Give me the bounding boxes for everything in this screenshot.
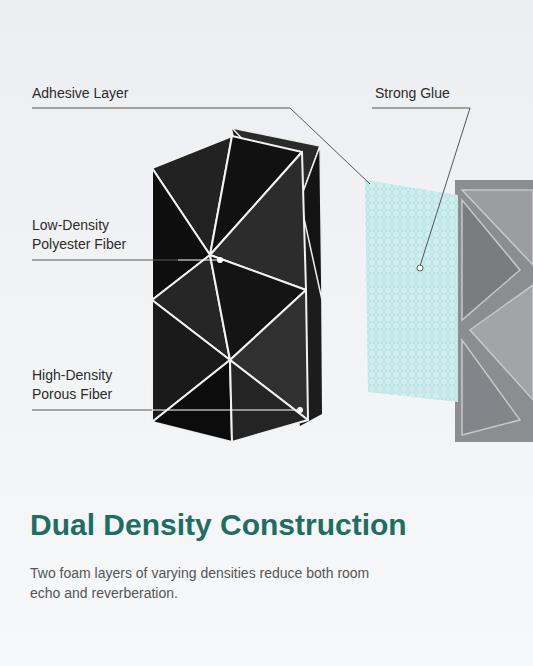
leader-line <box>32 108 370 184</box>
leader-line <box>372 108 470 266</box>
section-title: Dual Density Construction <box>30 508 407 542</box>
callout-label: Adhesive Layer <box>32 84 232 103</box>
leader-line <box>32 410 152 411</box>
leader-lines <box>32 108 470 410</box>
leader-line <box>152 410 298 411</box>
caption-text: Two foam layers of varying densities red… <box>30 563 375 604</box>
leader-dot <box>417 265 423 271</box>
leader-dot <box>297 407 303 413</box>
glue-layer <box>365 180 458 402</box>
leader-line <box>32 260 178 261</box>
leader-dot <box>217 257 223 263</box>
wall-panel <box>455 180 533 442</box>
front-panel <box>152 136 308 442</box>
callout-label: Low-Density Polyester Fiber <box>32 216 150 254</box>
callout-label: Strong Glue <box>375 84 515 103</box>
leader-line <box>178 260 218 261</box>
callout-label: High-Density Porous Fiber <box>32 366 150 404</box>
leader-dots <box>217 257 423 413</box>
